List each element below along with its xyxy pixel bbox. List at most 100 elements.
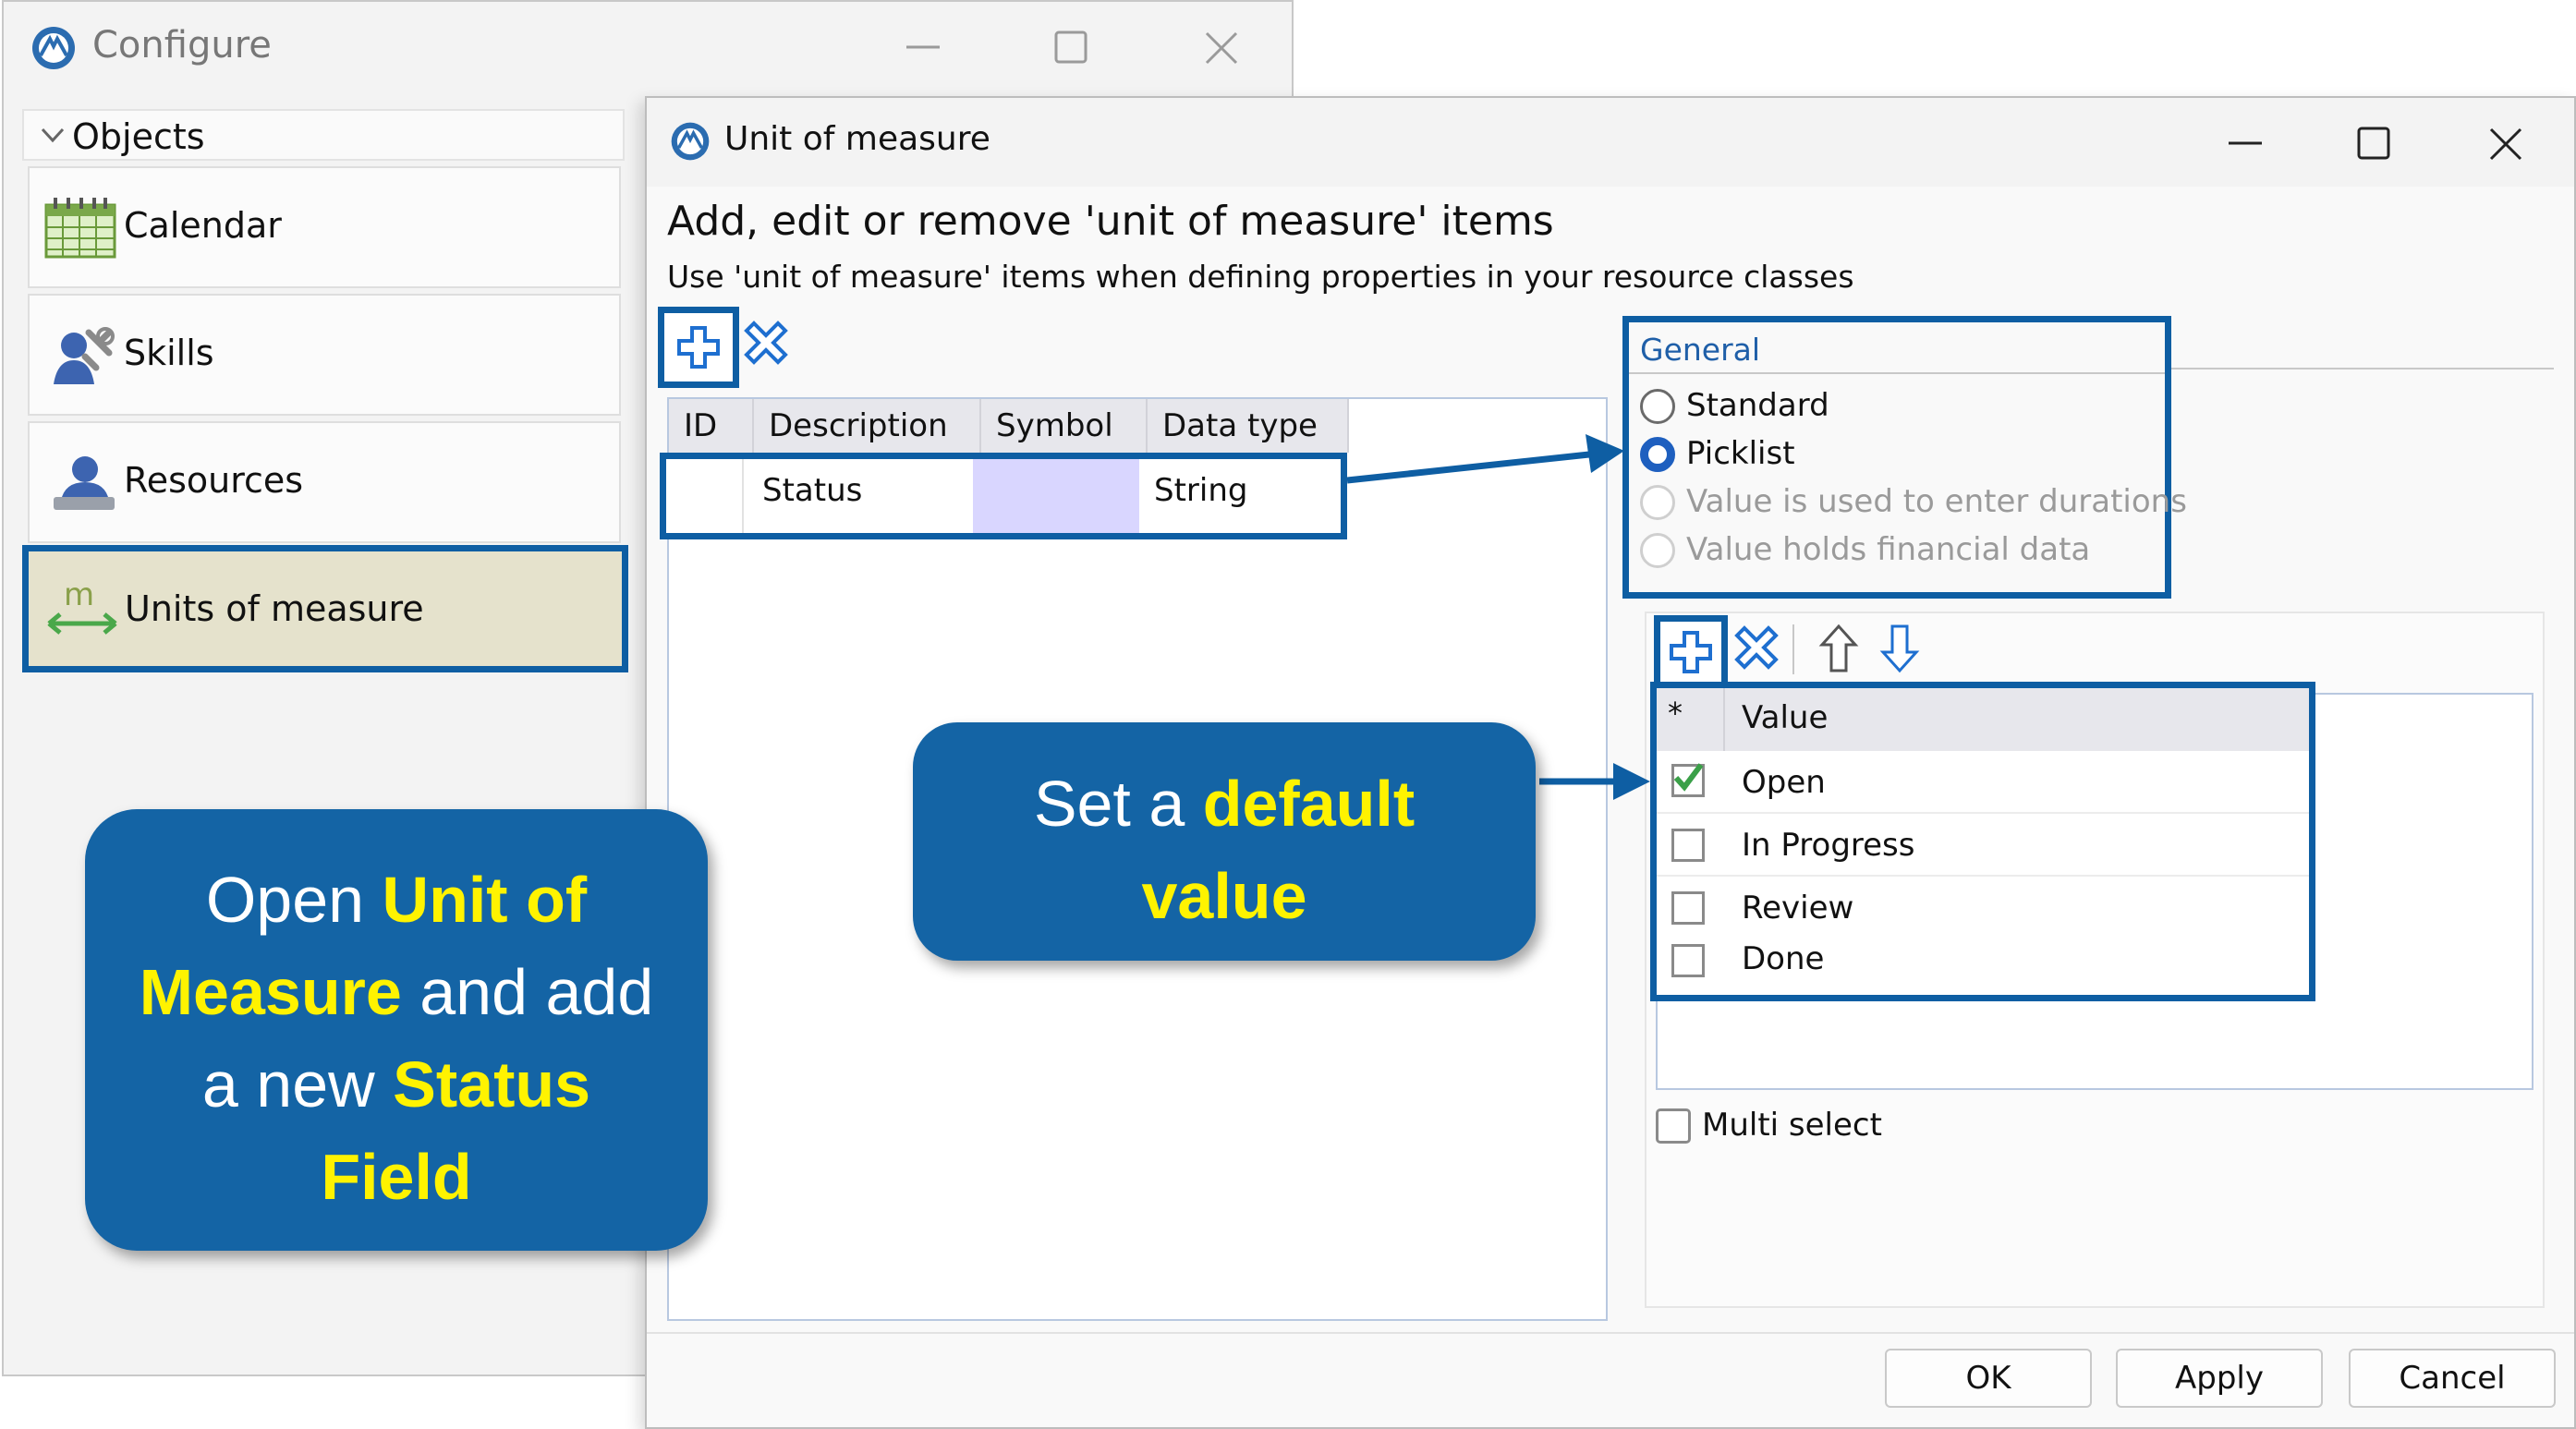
multi-select-label: Multi select <box>1702 1107 1882 1144</box>
move-down-icon[interactable] <box>1879 623 1920 674</box>
callout-open-unit-of-measure: Open Unit of Measure and add a new Statu… <box>85 809 708 1251</box>
app-logo-icon <box>32 27 75 69</box>
dialog-heading: Add, edit or remove 'unit of measure' it… <box>667 198 1554 245</box>
callout-text: Set a <box>1033 768 1203 840</box>
checkbox[interactable] <box>1671 944 1705 977</box>
apply-button[interactable]: Apply <box>2116 1349 2323 1408</box>
general-group: General Standard Picklist Value is used … <box>1622 316 2187 599</box>
column-header-data-type[interactable]: Data type <box>1148 399 1349 453</box>
radio-financial: Value holds financial data <box>1640 529 2157 572</box>
value-label: In Progress <box>1742 827 1915 864</box>
callout-highlight: Status Field <box>321 1048 591 1213</box>
dialog-subheading: Use 'unit of measure' items when definin… <box>667 259 1854 295</box>
radio-standard[interactable]: Standard <box>1640 385 2157 428</box>
list-item[interactable]: Open <box>1657 751 2309 814</box>
checkbox[interactable] <box>1671 891 1705 925</box>
list-item[interactable]: In Progress <box>1657 814 2309 877</box>
radio-button <box>1640 533 1675 568</box>
footer-separator <box>647 1332 2574 1334</box>
cell-id[interactable] <box>666 459 744 533</box>
callout-set-default-value: Set a default value <box>913 722 1536 961</box>
checkbox[interactable] <box>1656 1108 1691 1144</box>
checkbox[interactable] <box>1671 829 1705 862</box>
units-of-measure-icon: m <box>47 576 117 635</box>
value-label: Open <box>1742 764 1826 801</box>
add-item-button[interactable] <box>658 307 739 388</box>
radio-button-selected[interactable] <box>1640 437 1675 472</box>
delete-icon[interactable] <box>743 320 789 366</box>
chevron-down-icon <box>41 127 65 143</box>
cell-data-type[interactable]: String <box>1154 472 1248 509</box>
radio-button[interactable] <box>1640 389 1675 424</box>
radio-label: Standard <box>1686 387 1829 424</box>
sidebar-item-calendar[interactable]: Calendar <box>28 166 621 288</box>
move-up-icon[interactable] <box>1818 623 1859 674</box>
callout-text: Open <box>205 864 383 936</box>
value-header[interactable]: Value <box>1742 699 1829 736</box>
value-label: Done <box>1742 940 1825 977</box>
column-header-symbol[interactable]: Symbol <box>981 399 1148 453</box>
callout-highlight: Unit of Measure <box>139 864 588 1028</box>
sidebar-item-label: Resources <box>124 460 304 501</box>
cell-symbol[interactable] <box>973 459 1139 533</box>
dialog-titlebar: Unit of measure <box>647 98 2574 187</box>
general-underline <box>1629 372 2165 374</box>
arrow-to-general <box>1346 434 1624 484</box>
table-row[interactable]: Status String <box>660 453 1347 539</box>
multi-select-checkbox[interactable]: Multi select <box>1656 1103 2025 1149</box>
general-divider <box>2160 368 2554 369</box>
sidebar-item-label: Units of measure <box>125 588 424 629</box>
list-item[interactable]: Done <box>1657 933 2309 992</box>
radio-label: Value is used to enter durations <box>1686 483 2187 520</box>
radio-label: Value holds financial data <box>1686 531 2091 568</box>
add-value-button[interactable] <box>1654 615 1728 689</box>
maximize-icon[interactable] <box>2356 126 2391 161</box>
callout-text: and add a new <box>201 956 654 1120</box>
toolbar-separator <box>1792 624 1794 674</box>
sidebar-item-label: Calendar <box>124 205 282 246</box>
cell-description[interactable]: Status <box>762 472 863 509</box>
dialog-title: Unit of measure <box>724 120 990 158</box>
checkbox-checked[interactable] <box>1671 763 1705 797</box>
cancel-button[interactable]: Cancel <box>2349 1349 2556 1408</box>
sidebar-item-resources[interactable]: Resources <box>28 421 621 543</box>
radio-picklist[interactable]: Picklist <box>1640 433 2157 476</box>
svg-text:m: m <box>64 576 94 613</box>
objects-header-label: Objects <box>72 116 205 157</box>
value-label: Review <box>1742 890 1854 926</box>
values-header: * Value <box>1657 688 2309 751</box>
skills-icon <box>54 327 115 384</box>
sidebar-item-label: Skills <box>124 333 214 373</box>
calendar-icon <box>44 198 116 259</box>
minimize-icon[interactable] <box>2227 139 2264 148</box>
callout-highlight: default value <box>1141 768 1416 932</box>
ok-button[interactable]: OK <box>1885 1349 2092 1408</box>
resources-icon <box>54 456 115 510</box>
maximize-icon[interactable] <box>1053 30 1090 67</box>
plus-icon <box>677 326 720 369</box>
close-icon[interactable] <box>2487 126 2524 163</box>
plus-icon <box>1670 631 1712 673</box>
arrow-to-values <box>1539 763 1650 800</box>
delete-icon[interactable] <box>1733 624 1780 671</box>
general-label: General <box>1640 332 1761 368</box>
radio-button <box>1640 485 1675 520</box>
column-header-description[interactable]: Description <box>754 399 981 453</box>
close-icon[interactable] <box>1203 30 1240 67</box>
minimize-icon[interactable] <box>905 42 942 52</box>
values-table-last-row: Done <box>1650 933 2315 1001</box>
configure-title: Configure <box>92 24 272 67</box>
checkmark-icon <box>1673 763 1704 792</box>
radio-durations: Value is used to enter durations <box>1640 481 2187 524</box>
header-divider <box>1723 688 1725 751</box>
star-header: * <box>1668 696 1683 731</box>
sidebar-item-skills[interactable]: Skills <box>28 294 621 416</box>
sidebar-item-units-of-measure[interactable]: m Units of measure <box>22 545 628 672</box>
table-header: ID Description Symbol Data type <box>669 399 1349 453</box>
column-header-id[interactable]: ID <box>669 399 754 453</box>
list-item[interactable]: Review <box>1657 877 2309 939</box>
app-logo-icon <box>671 122 710 161</box>
radio-label: Picklist <box>1686 435 1795 472</box>
objects-header[interactable]: Objects <box>22 109 625 161</box>
